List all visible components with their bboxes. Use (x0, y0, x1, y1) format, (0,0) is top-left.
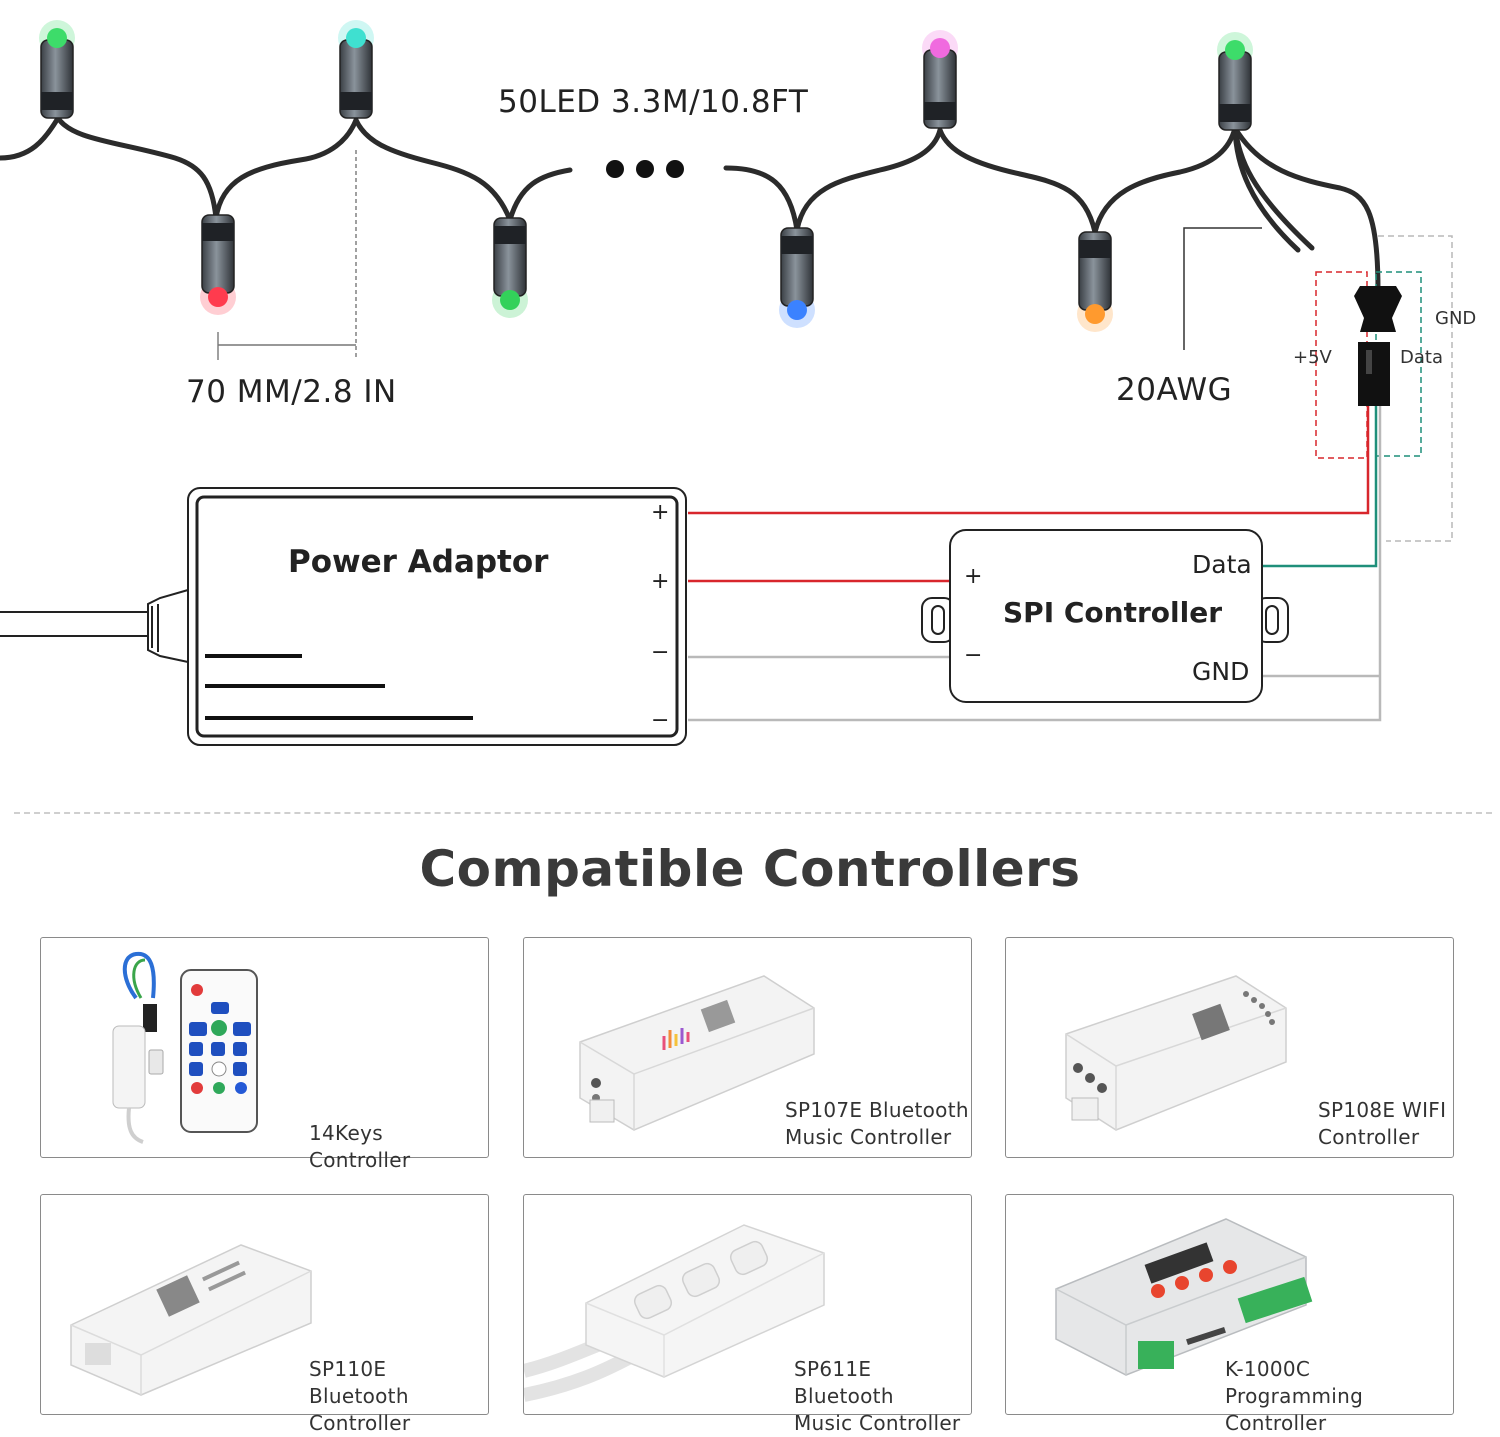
led-pixel (1077, 231, 1113, 332)
controller-card-k1000c[interactable]: K-1000C Programming Controller (1005, 1194, 1454, 1435)
jst-connector (1315, 235, 1453, 542)
led-pixel (922, 30, 958, 129)
spi-controller-title: SPI Controller (1003, 596, 1222, 629)
led-string-cable-right (723, 125, 1381, 293)
sp611e-controller-image (524, 1224, 825, 1402)
section-divider (14, 812, 1492, 814)
awg-leader-line (1183, 227, 1262, 350)
sp110e-controller-image (70, 1244, 312, 1396)
power-adaptor-box (0, 487, 687, 746)
controller-card-sp611e[interactable]: SP611E Bluetooth Music Controller (523, 1194, 972, 1435)
spacing-dimension (217, 150, 357, 360)
wiring-diagram (0, 20, 1453, 746)
led-pixels (39, 20, 1253, 332)
controller-card-sp108e[interactable]: SP108E WIFI Controller (1005, 937, 1454, 1158)
led-pixel (492, 217, 528, 318)
controller-card-sp110e[interactable]: SP110E Bluetooth Controller (40, 1194, 489, 1435)
led-pixel (338, 20, 374, 119)
led-pixel (39, 20, 75, 119)
spi-minus-terminal: − (964, 643, 983, 668)
controller-label-sp107e: SP107E Bluetooth Music Controller (785, 1098, 969, 1149)
compatible-controllers-title: Compatible Controllers (419, 840, 1081, 898)
controller-card-14keys[interactable]: 14Keys Controller (40, 937, 489, 1172)
adaptor-terminal-plus-2: + (651, 569, 670, 594)
ellipsis-dots (606, 160, 684, 178)
power-adaptor-title: Power Adaptor (288, 544, 549, 580)
spi-plus-terminal: + (964, 564, 983, 589)
output-wires (688, 406, 1382, 722)
sp108e-controller-image (1065, 975, 1287, 1131)
controller-label-sp110e: SP110E Bluetooth Controller (309, 1357, 411, 1435)
controller-label-k1000c: K-1000C Programming Controller (1225, 1357, 1364, 1435)
spi-controller-box (921, 529, 1289, 703)
led-string-cable-left (0, 115, 573, 223)
wire-gauge-label: 20AWG (1116, 372, 1233, 408)
k1000c-controller-image (1055, 1218, 1313, 1376)
adaptor-terminal-minus-1: − (651, 640, 670, 665)
connector-data-label: Data (1400, 347, 1443, 368)
sp107e-controller-image (579, 975, 815, 1131)
controller-card-sp107e[interactable]: SP107E Bluetooth Music Controller (523, 937, 972, 1158)
led-pixel (200, 214, 236, 315)
14keys-controller-image (112, 951, 258, 1144)
controller-label-14keys: 14Keys Controller (309, 1121, 411, 1172)
connector-gnd-label: GND (1435, 308, 1477, 329)
strip-length-label: 50LED 3.3M/10.8FT (498, 84, 809, 120)
spi-data-label: Data (1192, 550, 1252, 579)
connector-vcc-label: +5V (1293, 347, 1332, 368)
controller-label-sp611e: SP611E Bluetooth Music Controller (794, 1357, 961, 1435)
led-pixel (1217, 32, 1253, 131)
spi-gnd-label: GND (1192, 657, 1250, 686)
controller-label-sp108e: SP108E WIFI Controller (1318, 1098, 1447, 1149)
adaptor-terminal-plus-1: + (651, 500, 670, 525)
led-pixel (779, 227, 815, 328)
led-spacing-label: 70 MM/2.8 IN (186, 374, 397, 410)
adaptor-terminal-minus-2: − (651, 708, 670, 733)
